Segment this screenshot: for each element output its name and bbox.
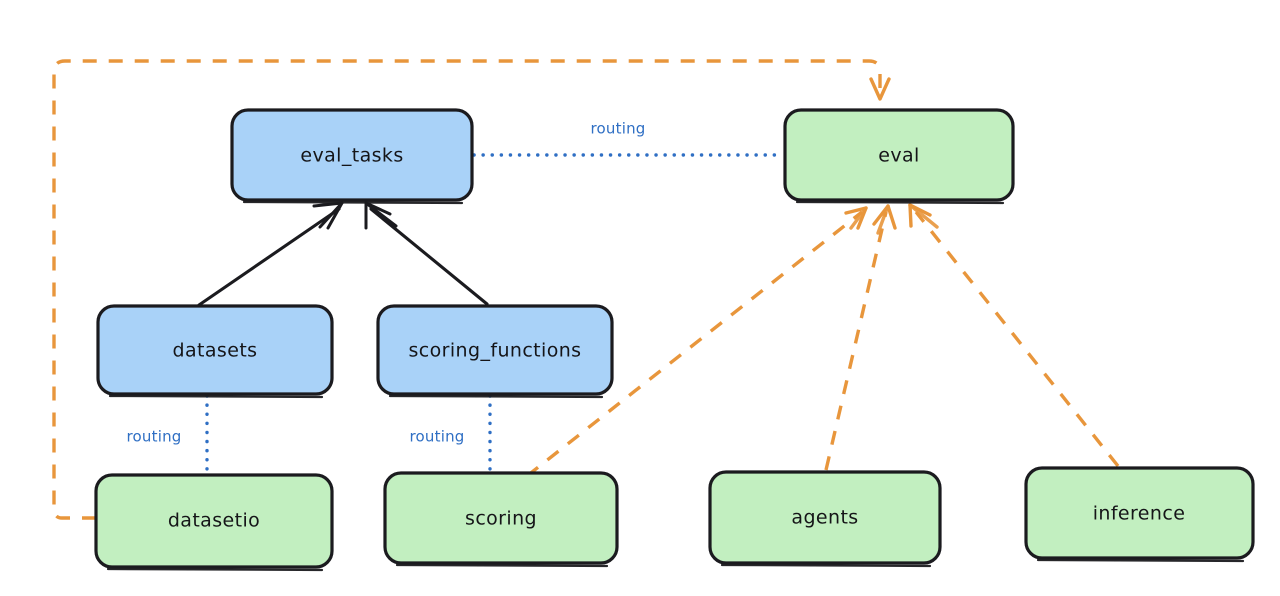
edge-datasets-to-eval_tasks <box>197 201 344 307</box>
node-agents-label: agents <box>791 507 858 529</box>
node-datasetio-label: datasetio <box>168 510 260 532</box>
node-eval-shape[interactable] <box>783 108 1015 202</box>
node-scoring[interactable]: scoring <box>383 471 619 568</box>
node-agents[interactable]: agents <box>708 470 942 568</box>
node-inference[interactable]: inference <box>1024 466 1255 563</box>
edge-scoring_functions-to-eval_tasks <box>364 201 489 306</box>
node-eval-label: eval <box>878 145 919 167</box>
edge-label-routing-scoring: routing <box>410 428 465 446</box>
node-scoring_functions-label: scoring_functions <box>409 340 582 362</box>
edge-label-layer: routing routing routing <box>127 120 646 446</box>
edge-label-routing-eval: routing <box>591 120 646 138</box>
edge-agents-to-eval <box>824 204 897 471</box>
node-eval_tasks-label: eval_tasks <box>300 145 403 167</box>
node-datasets-shape[interactable] <box>96 304 334 396</box>
edge-label-routing-datasetio: routing <box>127 428 182 446</box>
node-eval_tasks[interactable]: eval_tasks <box>230 108 474 205</box>
node-eval_tasks-shape[interactable] <box>230 108 474 202</box>
node-scoring-label: scoring <box>465 508 537 530</box>
node-layer: eval_tasks eval datasets scoring_functio… <box>94 108 1255 572</box>
node-inference-shape[interactable] <box>1024 466 1255 560</box>
edge-inference-to-eval <box>908 203 1120 468</box>
edge-scoring-to-eval <box>525 206 868 478</box>
node-scoring-shape[interactable] <box>383 471 619 565</box>
node-datasets-label: datasets <box>173 340 258 362</box>
node-inference-label: inference <box>1093 503 1186 525</box>
node-scoring_functions-shape[interactable] <box>376 304 614 396</box>
node-datasetio-shape[interactable] <box>94 473 334 569</box>
node-scoring_functions[interactable]: scoring_functions <box>376 304 614 399</box>
node-agents-shape[interactable] <box>708 470 942 565</box>
node-datasetio[interactable]: datasetio <box>94 473 334 572</box>
edge-datasetio-to-eval <box>52 59 891 520</box>
node-eval[interactable]: eval <box>783 108 1015 205</box>
node-datasets[interactable]: datasets <box>96 304 334 399</box>
